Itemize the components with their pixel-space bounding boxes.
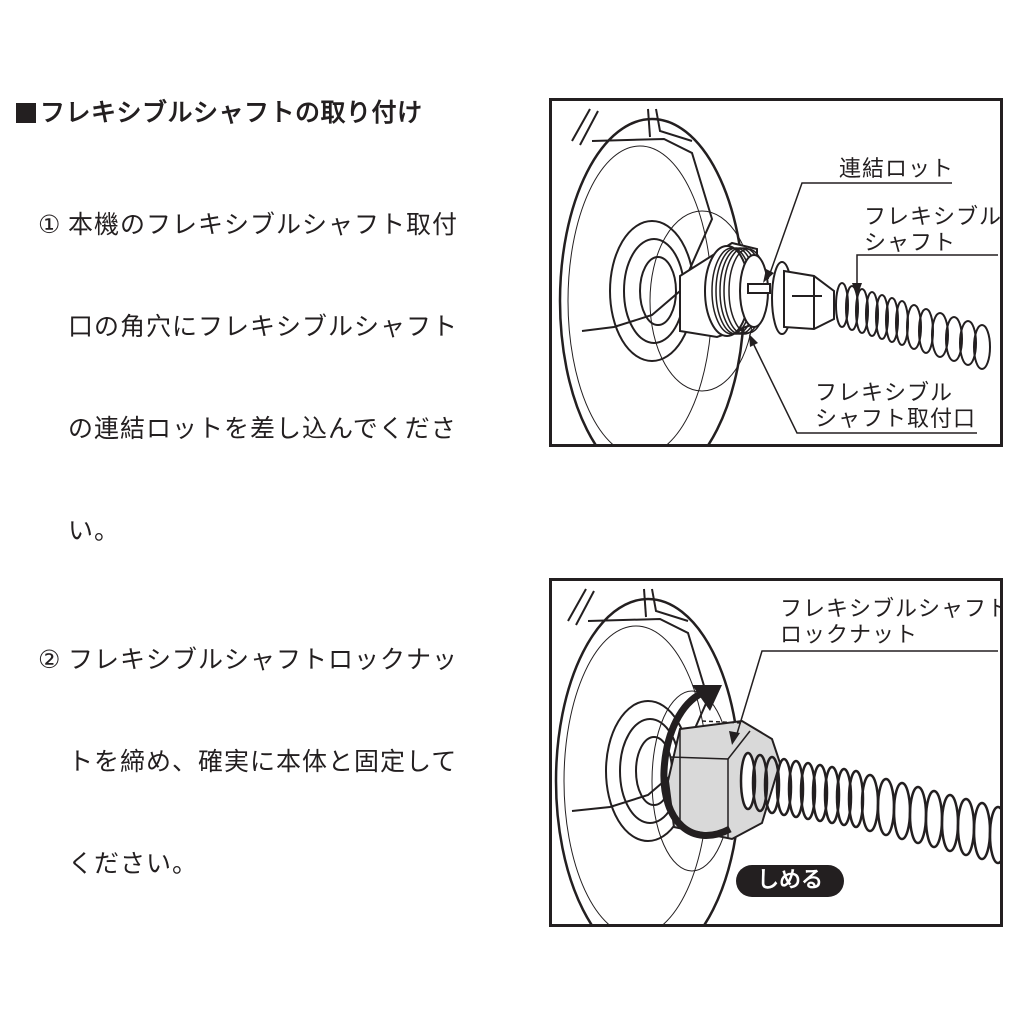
tighten-badge: しめる xyxy=(736,865,844,897)
callout-rod: 連結ロット xyxy=(839,157,955,182)
step-2-number: ② xyxy=(38,645,62,674)
step-2-line-3: ください。 xyxy=(68,849,199,878)
step-2-line-2: トを締め、確実に本体と固定して xyxy=(68,747,458,776)
callout-shaft: フレキシブル シャフト xyxy=(864,205,1003,256)
figure-1-frame: 連結ロット フレキシブル シャフト フレキシブル シャフト取付口 xyxy=(549,98,1003,447)
step-1-line-4: い。 xyxy=(68,516,121,545)
figure-1-illustration xyxy=(558,108,998,444)
section-title-text: フレキシブルシャフトの取り付け xyxy=(40,98,423,127)
black-square-bullet-icon xyxy=(16,103,36,123)
figure-2-illustration xyxy=(554,588,1000,924)
step-1-line-3: の連結ロットを差し込んでくださ xyxy=(68,414,457,443)
callout-port: フレキシブル シャフト取付口 xyxy=(815,381,977,432)
section-title: フレキシブルシャフトの取り付け xyxy=(16,93,423,129)
figure-2-frame: フレキシブルシャフト ロックナット しめる xyxy=(549,578,1003,927)
callout-locknut: フレキシブルシャフト ロックナット xyxy=(780,597,1003,648)
step-1-number: ① xyxy=(38,210,62,239)
step-1-line-2: 口の角穴にフレキシブルシャフト xyxy=(68,312,459,341)
